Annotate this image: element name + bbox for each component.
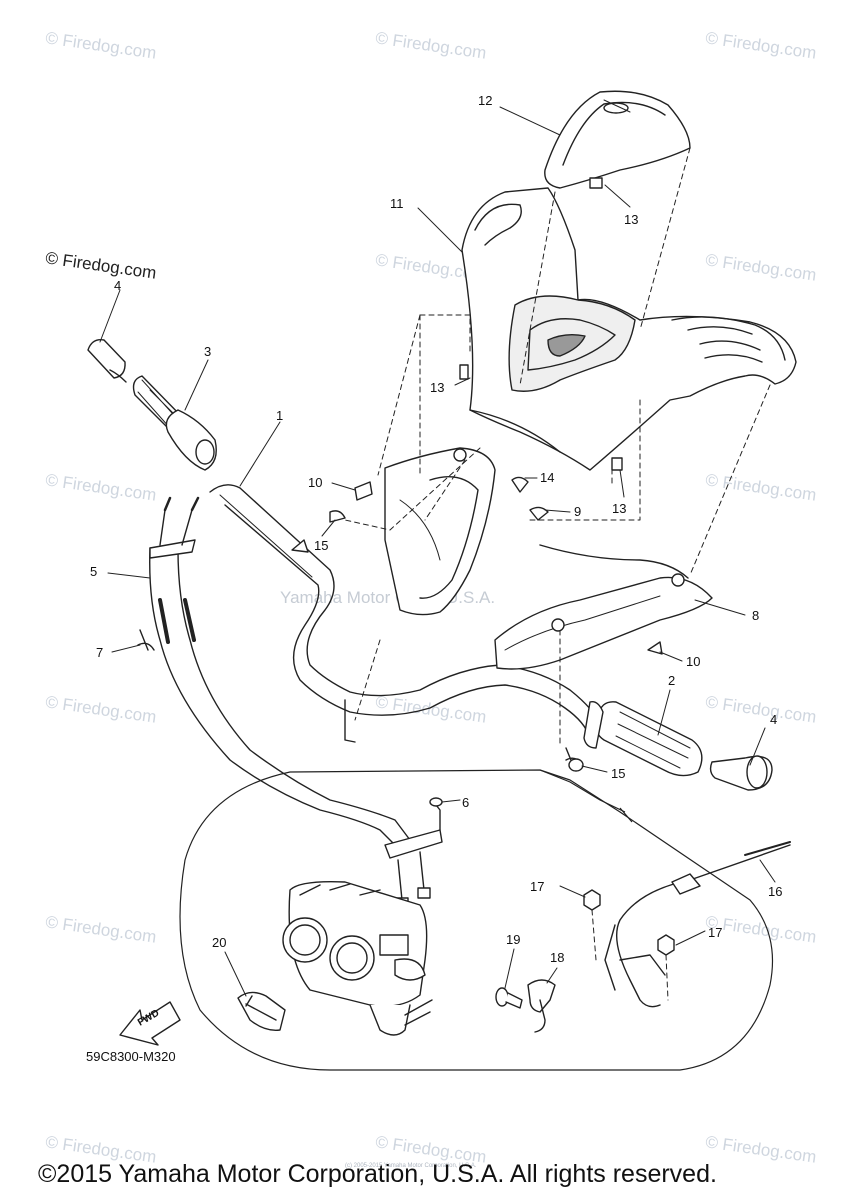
callout-numbers: 1 2 3 4 4 5 6 7 8 9 10 10 11 12 13 13 13… [90,93,782,1029]
callout: 5 [90,564,97,579]
nuts [583,889,675,1001]
callout: 12 [478,93,492,108]
callout: 6 [462,795,469,810]
front-cowl [461,187,797,471]
callout: 7 [96,645,103,660]
throttle-body [282,880,433,1036]
right-grip [583,701,703,777]
callout: 17 [530,879,544,894]
callout: 18 [550,950,564,965]
callout: 13 [624,212,638,227]
callout: 14 [540,470,554,485]
clip [237,991,286,1031]
choke-cable [604,841,791,1008]
leader-lines [344,147,771,746]
fwd-arrow [119,1001,181,1046]
callout: 15 [314,538,328,553]
bolt [495,987,523,1009]
copyright: ©2015 Yamaha Motor Corporation, U.S.A. A… [38,1160,717,1188]
fasteners [137,177,685,831]
inner-panel [384,447,496,616]
callout: 8 [752,608,759,623]
callout: 4 [770,712,777,727]
callout: 3 [204,344,211,359]
mini-watermark: (c) 2005-2015 Yamaha Motor Corporation, … [345,1163,477,1169]
callout: 2 [668,673,675,688]
lower-panel [494,544,713,670]
callout: 13 [430,380,444,395]
callout: 20 [212,935,226,950]
handlebar [209,484,601,743]
clamp [527,979,556,1033]
throttle-body-outline [179,769,773,1071]
callout: 9 [574,504,581,519]
callout: 19 [506,932,520,947]
callout: 4 [114,278,121,293]
callout-leaders [99,106,776,997]
callout: 17 [708,925,722,940]
left-grip [132,375,217,471]
callout: 10 [308,475,322,490]
top-cover [544,90,691,189]
callout: 11 [390,196,404,211]
right-bar-end [709,755,773,791]
callout: 1 [276,408,283,423]
callout: 10 [686,654,700,669]
part-code: 59C8300-M320 [86,1049,176,1064]
throttle-cables [149,496,411,846]
callout: 15 [611,766,625,781]
callout: 16 [768,884,782,899]
left-bar-end [87,339,127,383]
callout: 13 [612,501,626,516]
